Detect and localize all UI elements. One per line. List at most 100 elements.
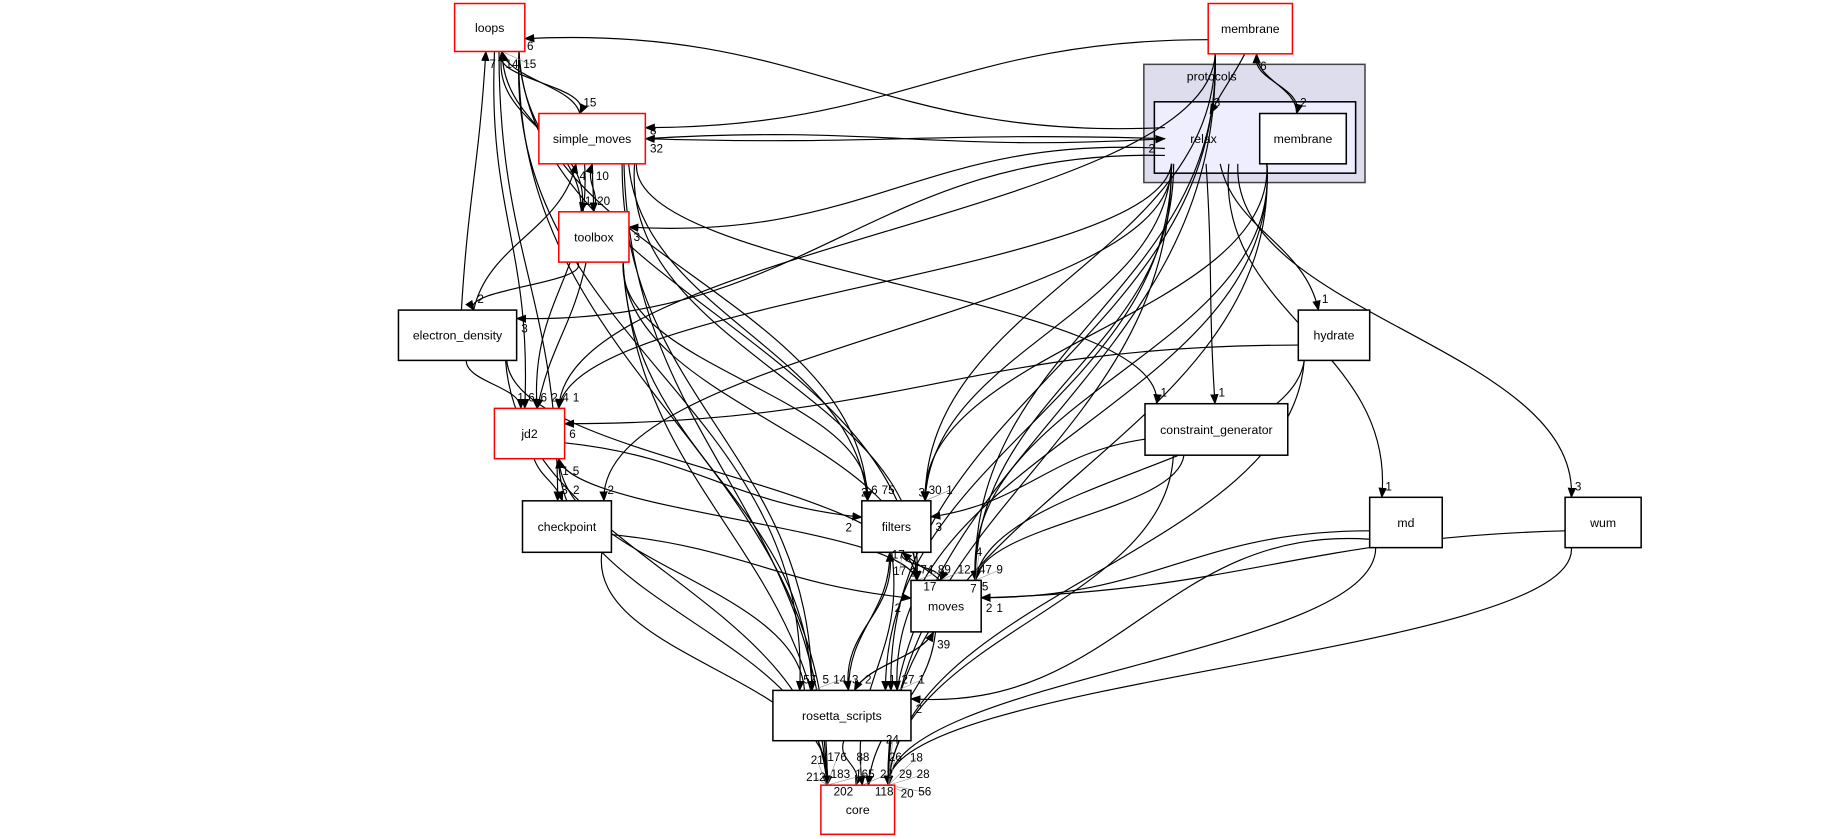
edge-membrane-top-to-relax[interactable] <box>1209 53 1246 115</box>
edge-constraint-generator-to-moves[interactable] <box>972 455 1185 582</box>
edge-label: 3 <box>521 323 528 336</box>
edge-label-leader <box>975 569 1000 581</box>
edge-membrane-inner-to-moves[interactable] <box>970 163 1268 582</box>
edge-jd2-to-checkpoint[interactable] <box>533 458 564 502</box>
edge-label: 212 <box>806 771 826 784</box>
node-loops[interactable]: loops <box>453 2 526 53</box>
edge-membrane-top-to-moves[interactable] <box>970 53 1216 582</box>
edge-label: 6 <box>527 40 534 53</box>
node-rosetta-scripts[interactable]: rosetta_scripts <box>772 689 912 742</box>
edge-membrane-top-to-simple-moves[interactable] <box>644 39 1209 132</box>
edge-relax-to-electron-density[interactable] <box>515 154 1165 323</box>
edge-simple-moves-to-constraint-generator[interactable] <box>635 163 1162 405</box>
node-md[interactable]: md <box>1368 496 1443 549</box>
edge-electron-density-to-jd2[interactable] <box>465 360 526 410</box>
edge-line <box>920 163 1268 502</box>
edge-label: 2 <box>551 391 558 404</box>
edge-simple-moves-to-filters[interactable] <box>628 163 871 502</box>
edge-label: 20 <box>901 787 915 800</box>
node-hydrate[interactable]: hydrate <box>1297 309 1371 362</box>
edge-label-leader <box>815 777 828 786</box>
edge-checkpoint-to-moves[interactable] <box>611 533 913 602</box>
edge-label-leader <box>812 679 841 691</box>
node-membrane-top[interactable]: membrane <box>1207 2 1294 55</box>
edge-relax-to-core[interactable] <box>884 163 1173 787</box>
edge-relax-to-checkpoint[interactable] <box>599 163 1173 502</box>
edge-relax-to-wum[interactable] <box>1237 163 1577 499</box>
node-moves[interactable]: moves <box>910 579 982 633</box>
node-toolbox[interactable]: toolbox <box>558 211 630 263</box>
edge-line <box>600 552 833 787</box>
node-checkpoint[interactable]: checkpoint <box>521 500 613 554</box>
edge-membrane-inner-to-core[interactable] <box>883 163 1268 787</box>
edge-hydrate-to-jd2[interactable] <box>563 344 1299 428</box>
node-label: core <box>846 803 870 817</box>
edge-line <box>971 163 1175 582</box>
edge-membrane-inner-to-filters[interactable] <box>920 163 1268 502</box>
edge-md-to-rosetta-scripts[interactable] <box>909 537 1370 704</box>
edge-relax-to-moves[interactable] <box>971 163 1175 582</box>
edge-loops-to-jd2[interactable] <box>493 51 530 410</box>
node-electron-density[interactable]: electron_density <box>397 309 518 362</box>
edge-membrane-top-to-core[interactable] <box>884 53 1216 787</box>
edge-toolbox-to-electron-density[interactable] <box>465 261 579 311</box>
edge-label: 17 <box>892 548 905 561</box>
edge-membrane-inner-to-membrane-top[interactable] <box>1252 52 1298 114</box>
edge-line <box>972 360 1305 582</box>
node-box <box>1207 2 1294 55</box>
edge-line <box>909 537 1370 704</box>
edge-loops-to-rosetta-scripts[interactable] <box>518 51 805 692</box>
edge-wum-to-moves[interactable] <box>980 530 1566 602</box>
edge-jd2-to-filters[interactable] <box>564 442 863 521</box>
edge-filters-to-rosetta-scripts[interactable] <box>843 552 892 692</box>
node-constraint-generator[interactable]: constraint_generator <box>1144 402 1289 456</box>
edge-membrane-top-to-jd2[interactable] <box>555 53 1216 410</box>
edge-hydrate-to-moves[interactable] <box>972 360 1305 582</box>
edge-toolbox-to-rosetta-scripts[interactable] <box>622 262 817 692</box>
edge-line <box>884 53 1216 787</box>
edge-filters-to-core[interactable] <box>856 552 895 787</box>
node-membrane-inner[interactable]: membrane <box>1258 112 1348 165</box>
edge-label: 2 <box>1300 96 1307 109</box>
edge-checkpoint-to-core[interactable] <box>600 552 833 787</box>
edge-line <box>523 33 1165 130</box>
edge-electron-density-to-loops[interactable] <box>460 50 490 311</box>
edge-relax-to-toolbox[interactable] <box>627 146 1165 232</box>
node-core[interactable]: core <box>820 784 896 836</box>
edge-electron-density-to-simple-moves[interactable] <box>473 162 579 311</box>
edge-relax-to-constraint-generator[interactable] <box>1205 163 1219 405</box>
edge-line <box>555 163 1173 410</box>
edge-relax-to-loops[interactable] <box>523 33 1165 130</box>
edge-constraint-generator-to-filters[interactable] <box>929 438 1146 520</box>
node-label: constraint_generator <box>1160 423 1273 437</box>
edge-label: 1 <box>1385 480 1392 493</box>
edge-label: 74 <box>920 563 934 576</box>
node-jd2[interactable]: jd2 <box>493 407 566 460</box>
edge-label: 6 <box>871 484 878 497</box>
edge-label: 6 <box>569 428 576 441</box>
edge-toolbox-to-jd2[interactable] <box>535 261 587 410</box>
edge-moves-to-rosetta-scripts[interactable] <box>853 631 935 692</box>
edge-relax-to-jd2[interactable] <box>555 163 1173 410</box>
node-simple-moves[interactable]: simple_moves <box>538 112 647 165</box>
edge-label: 14 <box>833 673 847 686</box>
edge-line <box>929 438 1146 520</box>
edge-simple-moves-to-rosetta-scripts[interactable] <box>621 163 817 692</box>
edge-md-to-core[interactable] <box>884 547 1377 787</box>
edge-membrane-top-to-filters[interactable] <box>920 53 1216 502</box>
edge-label: 202 <box>834 785 854 798</box>
node-wum[interactable]: wum <box>1564 496 1642 549</box>
edge-simple-moves-to-jd2[interactable] <box>532 163 586 410</box>
edge-line <box>1209 53 1246 115</box>
edge-simple-moves-to-loops[interactable] <box>500 50 581 114</box>
edge-moves-to-jd2[interactable] <box>557 457 918 581</box>
edge-relax-to-filters[interactable] <box>921 163 1173 502</box>
edge-membrane-top-to-rosetta-scripts[interactable] <box>886 53 1216 692</box>
edge-toolbox-to-simple-moves[interactable] <box>585 162 597 212</box>
edge-relax-to-simple-moves[interactable] <box>644 134 1165 144</box>
node-filters[interactable]: filters <box>861 500 932 554</box>
edge-wum-to-core[interactable] <box>883 547 1573 787</box>
edge-label: 2 <box>910 566 917 579</box>
edge-rosetta-scripts-to-jd2[interactable] <box>555 457 806 691</box>
edge-label: 4 <box>579 170 586 183</box>
